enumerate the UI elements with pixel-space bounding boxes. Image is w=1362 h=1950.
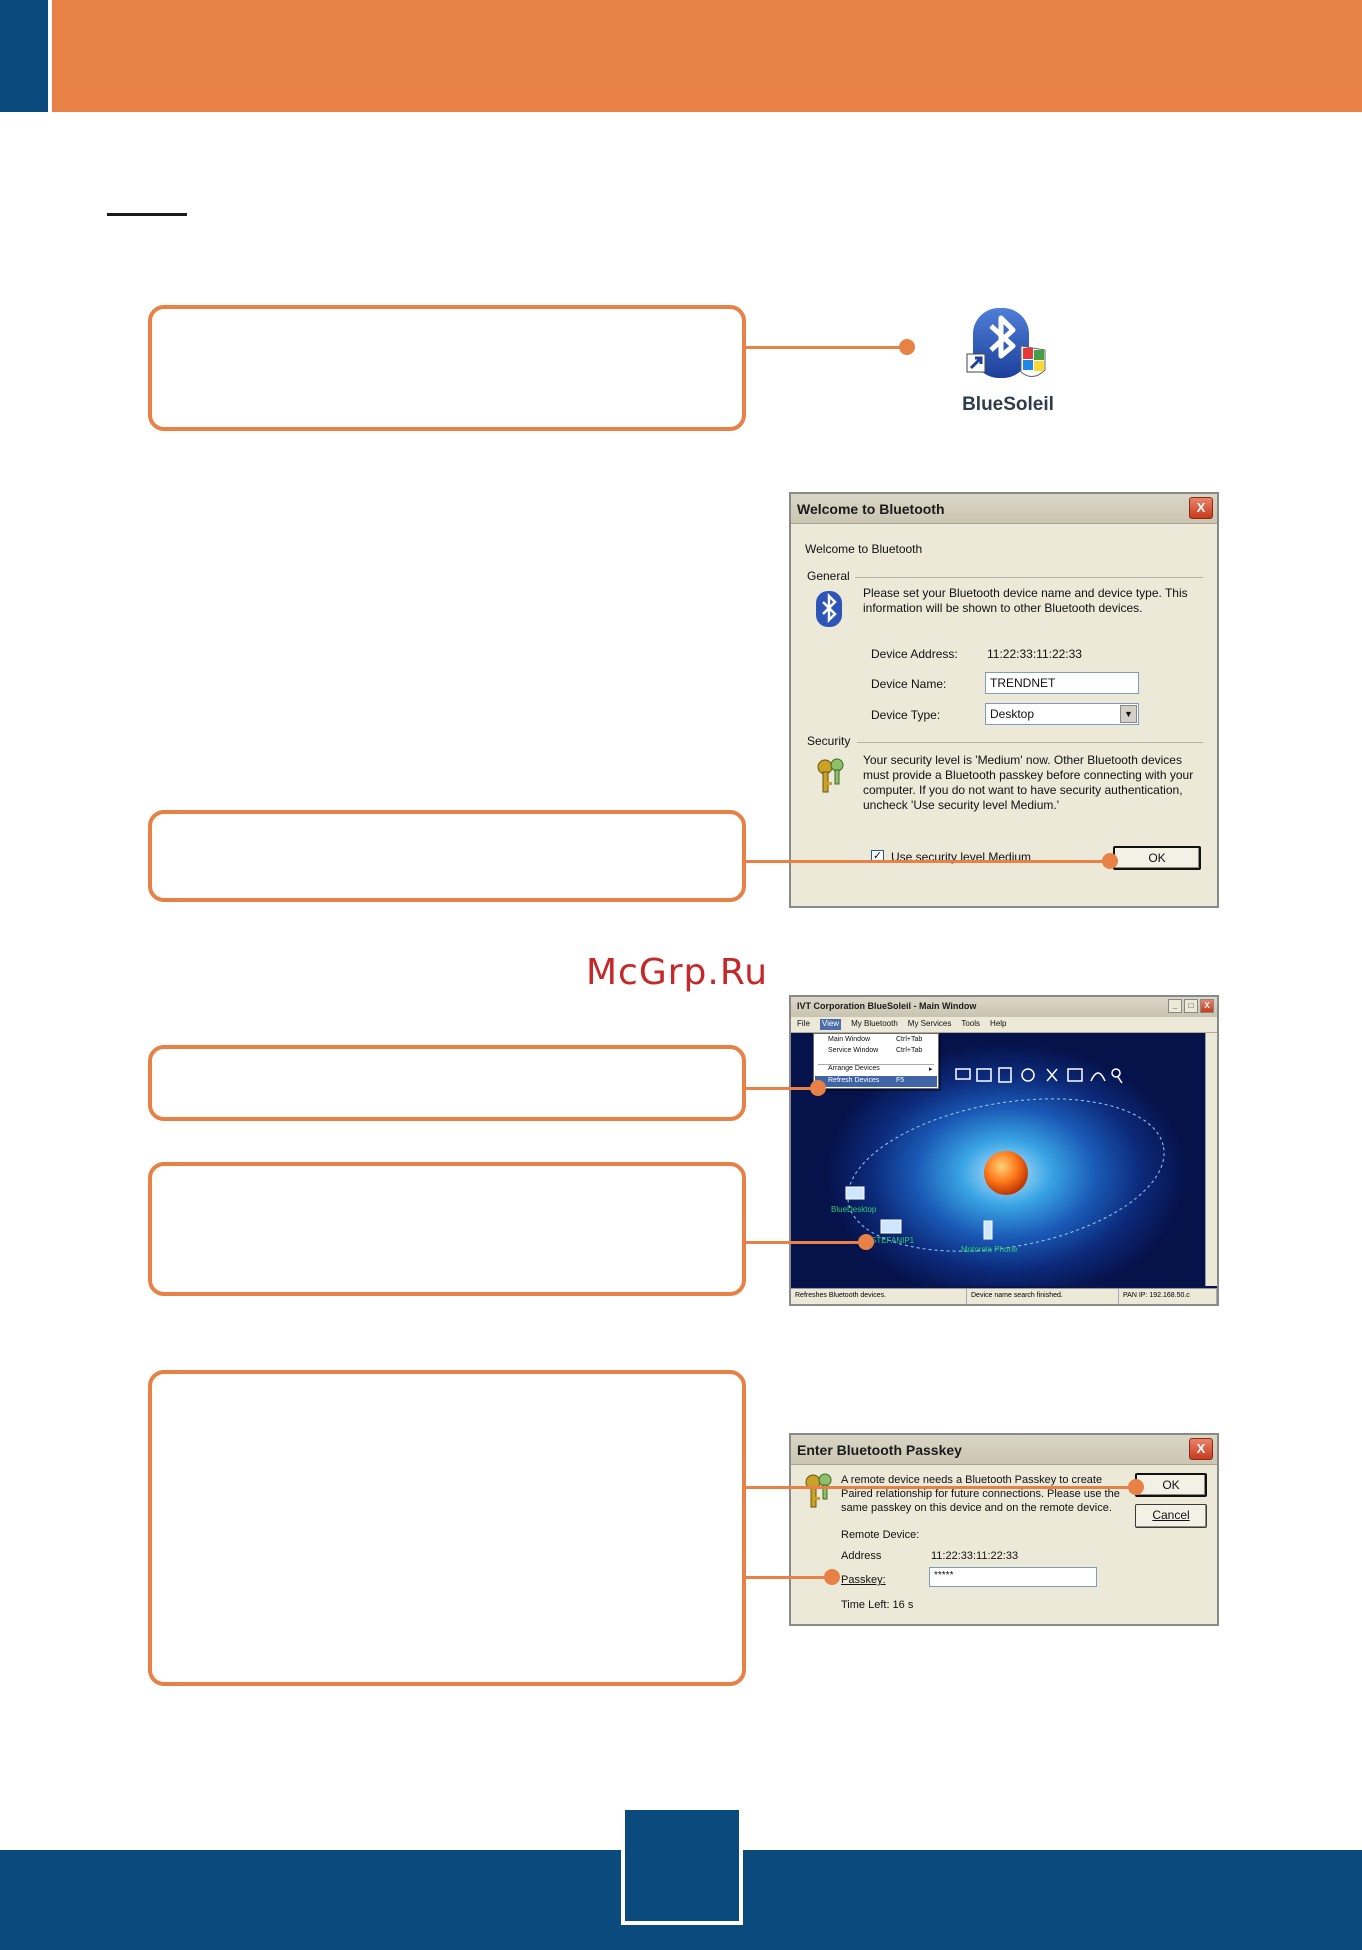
menu-separator [818,1064,934,1065]
menu-selection-highlight [815,1076,937,1087]
minimize-button[interactable]: _ [1168,999,1182,1013]
callout-step-5 [148,1370,746,1686]
passkey-input[interactable]: ***** [929,1567,1097,1587]
callout-step-1 [148,305,746,431]
passkey-message: A remote device needs a Bluetooth Passke… [841,1474,1120,1514]
welcome-heading: Welcome to Bluetooth [805,542,923,556]
device-label-3[interactable]: Motorola Phone [961,1245,1018,1254]
welcome-dialog: Welcome to Bluetooth X Welcome to Blueto… [789,492,1219,908]
welcome-dialog-title: Welcome to Bluetooth [791,494,1217,524]
connector-line-5a [746,1486,1136,1489]
menu-item-service-window-shortcut: Ctrl+Tab [896,1047,923,1054]
main-window-title: IVT Corporation BlueSoleil - Main Window… [791,997,1217,1017]
passkey-cancel-button[interactable]: Cancel [1135,1504,1207,1528]
callout-step-4 [148,1162,746,1296]
connector-dot-3 [810,1080,826,1096]
device-type-select[interactable]: Desktop ▼ [985,703,1139,725]
close-button[interactable]: X [1200,999,1214,1013]
device-label-2[interactable]: STEFANIP1 [871,1236,915,1245]
menu-item-arrange-devices-arrow: ▸ [929,1066,933,1073]
device-label-1[interactable]: BlueDesktop [831,1205,877,1214]
device-type-value: Desktop [990,707,1035,721]
keys-icon [801,1471,837,1511]
view-menu-dropdown: Main Window Ctrl+Tab Service Window Ctrl… [813,1033,939,1089]
welcome-ok-button[interactable]: OK [1113,846,1201,870]
phone-icon[interactable] [983,1220,993,1240]
menu-item-refresh-devices[interactable]: Refresh Devices [828,1077,880,1084]
passkey-dialog: Enter Bluetooth Passkey X A remote devic… [789,1433,1219,1626]
bluetooth-icon [815,590,843,628]
watermark: McGrp.Ru [586,952,769,993]
status-text-1: Refreshes Bluetooth devices. [791,1289,967,1304]
connector-line-5b [746,1576,832,1579]
main-window-title-text: IVT Corporation BlueSoleil - Main Window [797,1001,977,1011]
maximize-button[interactable]: □ [1184,999,1198,1013]
menu-item-service-window[interactable]: Service Window [828,1047,879,1054]
device-address-value: 11:22:33:11:22:33 [987,647,1082,661]
menu-file[interactable]: File [797,1019,810,1028]
menu-item-refresh-devices-shortcut: F5 [896,1077,905,1084]
menu-tools[interactable]: Tools [961,1019,981,1028]
remote-device-label: Remote Device: [841,1529,920,1541]
device-name-label: Device Name: [871,677,947,691]
callout-step-3 [148,1045,746,1121]
page-number-tab [621,1810,743,1925]
device-type-label: Device Type: [871,708,941,722]
keys-icon [813,756,849,796]
security-separator [857,742,1203,743]
main-menubar: File View My Bluetooth My Services Tools… [791,1017,1217,1033]
header-banner [52,0,1362,112]
bluesoleil-main-window: IVT Corporation BlueSoleil - Main Window… [789,995,1219,1306]
general-description: Please set your Bluetooth device name an… [863,586,1188,615]
address-value: 11:22:33:11:22:33 [931,1550,1019,1562]
header-blue-tab [0,0,48,112]
connector-line-2 [746,860,1108,863]
welcome-close-button[interactable]: X [1189,497,1213,519]
vertical-scrollbar[interactable] [1205,1033,1217,1286]
general-group-label: General [807,569,850,583]
device-address-label: Device Address: [871,647,958,661]
menu-item-arrange-devices[interactable]: Arrange Devices [828,1065,880,1072]
connector-dot-4 [858,1234,874,1250]
passkey-close-button[interactable]: X [1189,1438,1213,1460]
laptop-icon[interactable] [845,1186,865,1200]
connector-line-4 [746,1241,864,1244]
connector-line-1 [746,346,906,349]
status-text-2: Device name search finished. [967,1289,1119,1304]
local-device-icon[interactable] [984,1151,1028,1195]
time-left-text: Time Left: 16 s [841,1599,914,1611]
status-bar: Refreshes Bluetooth devices. Device name… [791,1288,1217,1304]
security-group-label: Security [807,734,851,748]
passkey-label: Passkey: [841,1574,886,1586]
security-description: Your security level is 'Medium' now. Oth… [863,753,1194,812]
menu-my-bluetooth[interactable]: My Bluetooth [851,1019,898,1028]
bluesoleil-icon-label: BlueSoleil [962,394,1054,415]
menu-view[interactable]: View [819,1019,842,1030]
menu-item-main-window[interactable]: Main Window [828,1036,871,1043]
menu-item-main-window-shortcut: Ctrl+Tab [896,1036,923,1043]
connector-dot-1 [899,339,915,355]
connector-dot-5a [1128,1479,1144,1495]
connector-dot-2 [1102,853,1118,869]
connector-line-3 [746,1087,818,1090]
menu-help[interactable]: Help [990,1019,1007,1028]
device-name-field[interactable]: TRENDNET [985,672,1139,694]
note-underline [107,213,187,216]
general-separator [855,577,1203,578]
status-text-3: PAN IP: 192.168.50.c [1119,1289,1217,1304]
connector-dot-5b [824,1569,840,1585]
passkey-ok-button[interactable]: OK [1135,1473,1207,1497]
passkey-dialog-title: Enter Bluetooth Passkey [791,1435,1217,1465]
chevron-down-icon[interactable]: ▼ [1120,705,1137,723]
address-label: Address [841,1550,882,1562]
laptop-icon[interactable] [880,1219,902,1234]
bluesoleil-desktop-icon[interactable] [955,300,1075,430]
callout-step-2 [148,810,746,902]
menu-my-services[interactable]: My Services [907,1019,952,1028]
